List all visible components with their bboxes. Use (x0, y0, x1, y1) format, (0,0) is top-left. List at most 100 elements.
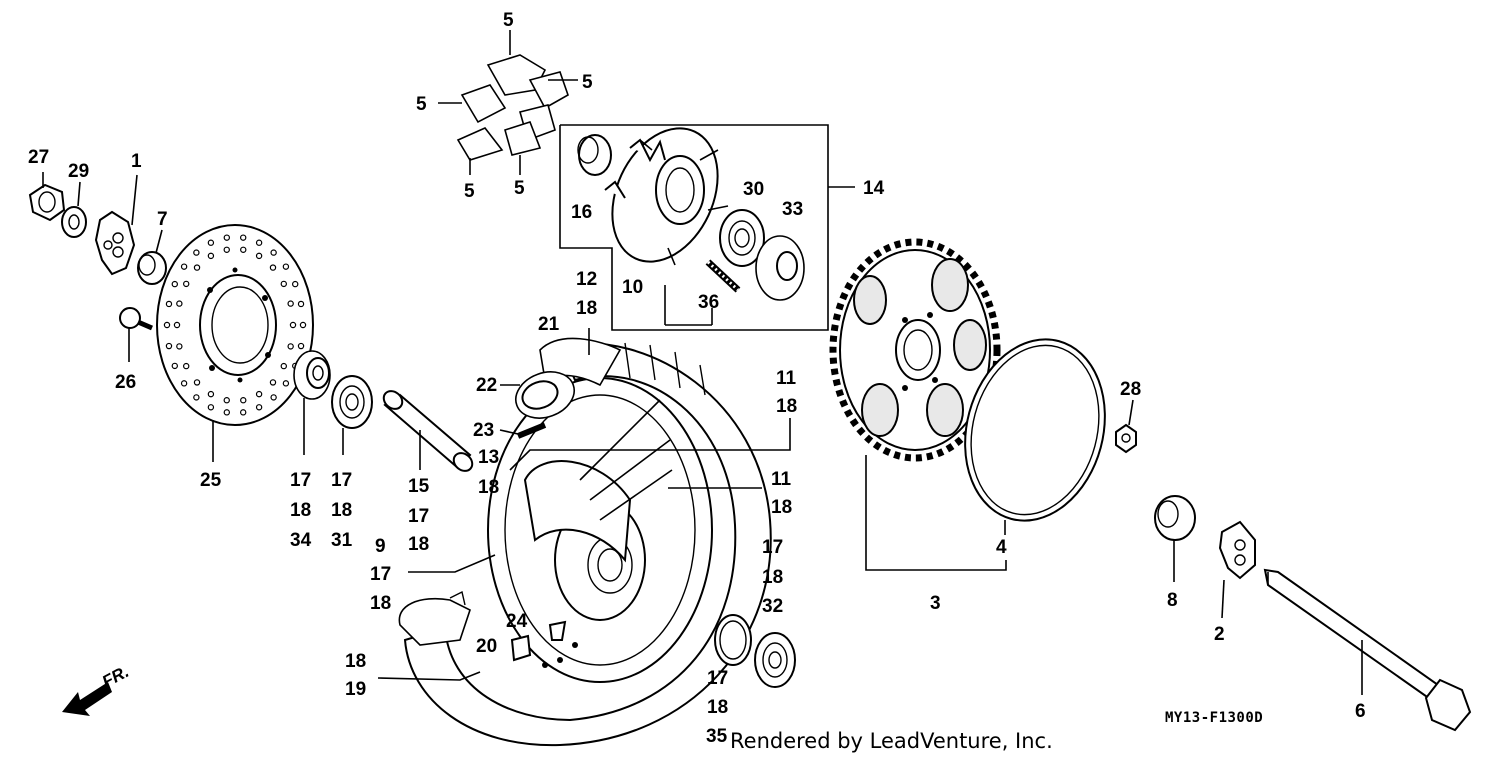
part-label[interactable]: 18 (478, 477, 499, 498)
part-label[interactable]: 17 (290, 470, 311, 491)
disc-hole (223, 234, 231, 241)
part-label[interactable]: 35 (706, 726, 728, 747)
disc-hole (282, 380, 290, 387)
part-label[interactable]: 3 (930, 593, 941, 614)
bearing-31-part[interactable] (331, 375, 373, 429)
part-label[interactable]: 18 (370, 593, 391, 614)
part-label[interactable]: 15 (408, 476, 430, 497)
valve-part[interactable] (516, 422, 547, 439)
part-label[interactable]: 18 (290, 500, 311, 521)
part-label[interactable]: 17 (370, 564, 391, 585)
part-label[interactable]: 17 (762, 537, 783, 558)
damper-rubbers-part[interactable] (438, 30, 578, 175)
rear-axle-part[interactable] (1263, 568, 1472, 732)
valve-cap-part[interactable] (548, 620, 567, 641)
washer-part[interactable] (61, 206, 87, 238)
part-label[interactable]: 18 (776, 396, 797, 417)
bearing-30-part[interactable] (719, 209, 765, 267)
part-label[interactable]: 18 (345, 651, 366, 672)
part-label[interactable]: 33 (782, 199, 803, 220)
driven-sprocket-part[interactable] (829, 238, 1001, 462)
snap-ring-part[interactable] (714, 614, 752, 666)
driven-flange-part[interactable] (592, 111, 738, 278)
part-label[interactable]: 7 (157, 209, 168, 230)
part-label[interactable]: 13 (478, 447, 499, 468)
oil-seal-part[interactable] (755, 235, 805, 301)
part-label[interactable]: 16 (571, 202, 592, 223)
chain-adjuster-right-part[interactable] (1218, 520, 1256, 580)
part-label[interactable]: 20 (476, 636, 497, 657)
disc-hole (223, 397, 230, 404)
part-label[interactable]: 11 (776, 368, 797, 389)
part-label[interactable]: 12 (576, 269, 597, 290)
part-label[interactable]: 9 (375, 536, 386, 557)
part-label[interactable]: 5 (464, 181, 475, 202)
disc-hole (171, 362, 178, 370)
stud-part[interactable] (664, 259, 741, 326)
rear-wheel-part[interactable] (487, 377, 713, 683)
part-label[interactable]: 10 (622, 277, 643, 298)
part-label[interactable]: 18 (707, 697, 728, 718)
brake-disc-part[interactable] (156, 224, 314, 426)
part-label[interactable]: 31 (331, 530, 353, 551)
valve-nut-part[interactable] (510, 634, 532, 662)
disc-hole (163, 321, 171, 329)
tube-lower-part[interactable] (398, 590, 471, 646)
axle-nut-part[interactable] (28, 183, 66, 222)
disc-hole (207, 404, 215, 411)
part-label[interactable]: 18 (576, 298, 597, 319)
bearing-34-part[interactable] (293, 350, 331, 400)
part-label[interactable]: 21 (538, 314, 560, 335)
disc-hole (180, 263, 188, 270)
right-collar-part[interactable] (1154, 495, 1196, 541)
disc-hole (282, 263, 290, 270)
part-label[interactable]: 17 (331, 470, 352, 491)
part-label[interactable]: 32 (762, 596, 783, 617)
chain-adjuster-left-part[interactable] (94, 210, 136, 276)
part-label[interactable]: 30 (743, 179, 764, 200)
part-label[interactable]: 8 (1167, 590, 1178, 611)
part-label[interactable]: 18 (331, 500, 352, 521)
part-label[interactable]: 23 (473, 420, 494, 441)
rim-band-part[interactable] (509, 364, 580, 426)
part-label[interactable]: 24 (506, 611, 528, 632)
part-label[interactable]: 17 (408, 506, 429, 527)
part-label[interactable]: 5 (582, 72, 593, 93)
part-label[interactable]: 2 (1214, 624, 1225, 645)
part-label[interactable]: 18 (762, 567, 783, 588)
disc-bolt-part[interactable] (119, 307, 153, 331)
disc-hole (297, 300, 305, 308)
diagram-code: MY13-F1300D (1165, 710, 1263, 726)
part-label[interactable]: 14 (863, 178, 885, 199)
part-label[interactable]: 6 (1355, 701, 1366, 722)
disc-hole (299, 321, 307, 329)
part-label[interactable]: 28 (1120, 379, 1141, 400)
disc-hole (270, 249, 277, 256)
part-label[interactable]: 34 (290, 530, 312, 551)
sprocket-nut-part[interactable] (1115, 423, 1137, 454)
distance-collar-part[interactable] (380, 387, 476, 474)
o-ring-part[interactable] (946, 324, 1125, 537)
bearing-32-part[interactable] (754, 632, 796, 688)
part-label[interactable]: 17 (707, 668, 728, 689)
collar-part[interactable] (577, 134, 612, 176)
part-label[interactable]: 4 (996, 537, 1007, 558)
part-label[interactable]: 36 (698, 292, 719, 313)
part-label[interactable]: 5 (514, 178, 525, 199)
side-collar-part[interactable] (137, 251, 167, 285)
part-label[interactable]: 26 (115, 372, 136, 393)
part-label[interactable]: 18 (771, 497, 792, 518)
part-label[interactable]: 27 (28, 147, 49, 168)
part-label[interactable]: 18 (408, 534, 429, 555)
part-label[interactable]: 1 (131, 151, 142, 172)
disc-hole (269, 264, 277, 271)
part-label[interactable]: 22 (476, 375, 497, 396)
part-label[interactable]: 25 (200, 470, 222, 491)
part-label[interactable]: 5 (416, 94, 427, 115)
disc-hole (287, 343, 294, 350)
leader-lines (42, 172, 1363, 695)
part-label[interactable]: 11 (771, 469, 792, 490)
part-label[interactable]: 5 (503, 10, 514, 31)
part-label[interactable]: 19 (345, 679, 366, 700)
part-label[interactable]: 29 (68, 161, 89, 182)
